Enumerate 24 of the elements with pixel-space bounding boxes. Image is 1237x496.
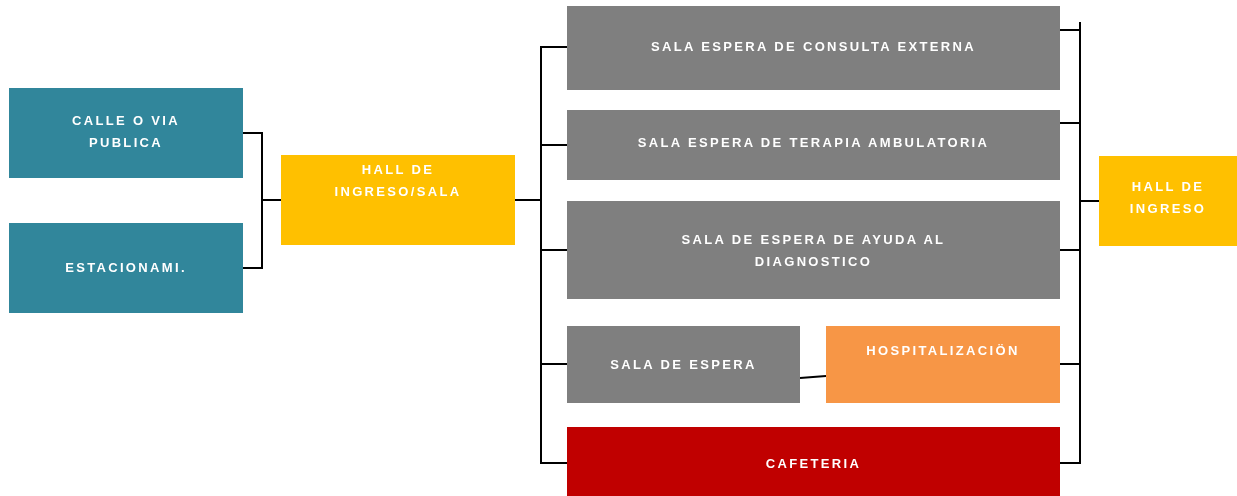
connector-line <box>242 199 282 269</box>
location-box <box>9 223 243 313</box>
hall-box <box>281 155 515 245</box>
box-label: HOSPITALIZACIÖN <box>866 342 1020 360</box>
box-label: CAFETERIA <box>765 455 862 473</box>
connector-line <box>799 375 827 379</box>
room-box <box>567 201 1060 299</box>
box-label: HALL DE INGRESO/SALA <box>333 161 463 201</box>
cafeteria-box <box>567 427 1060 496</box>
location-box <box>9 88 243 178</box>
connector-line <box>514 199 568 464</box>
box-label: CALLE O VIA PUBLICA <box>70 112 182 152</box>
box-label: SALA ESPERA DE CONSULTA EXTERNA <box>651 38 976 56</box>
box-label: SALA DE ESPERA <box>610 356 757 374</box>
room-box <box>567 6 1060 90</box>
box-label: HALL DE INGRESO <box>1128 178 1208 218</box>
hall-box <box>1099 156 1237 246</box>
box-label: SALA ESPERA DE TERAPIA AMBULATORIA <box>637 134 990 152</box>
connector-line <box>1059 200 1100 464</box>
ward-box <box>826 326 1060 403</box>
box-label: ESTACIONAMI. <box>65 259 187 277</box>
room-box <box>567 110 1060 180</box>
room-box <box>567 326 800 403</box>
box-label: SALA DE ESPERA DE AYUDA AL DIAGNOSTICO <box>680 231 947 271</box>
